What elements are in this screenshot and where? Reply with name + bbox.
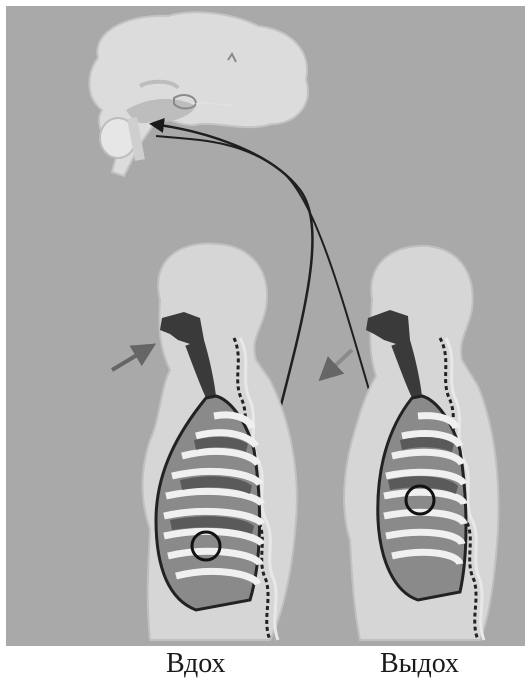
exhale-label: Выдох (380, 650, 459, 678)
inhale-label: Вдох (166, 650, 226, 678)
